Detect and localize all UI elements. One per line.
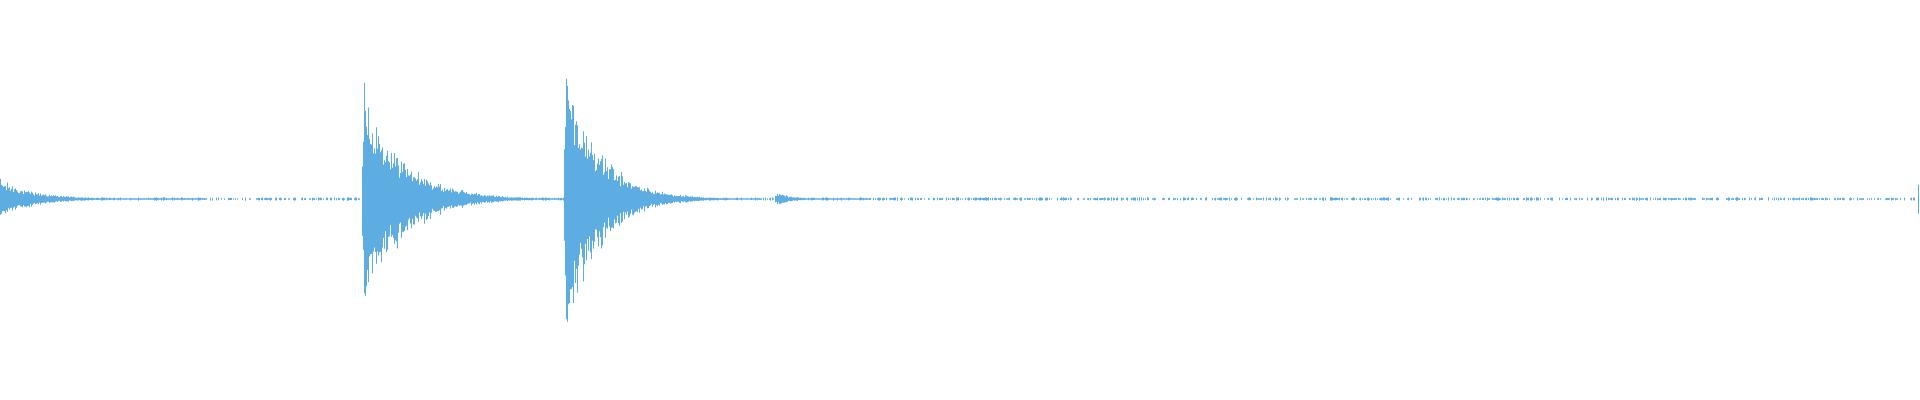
waveform-trace <box>0 78 1919 322</box>
